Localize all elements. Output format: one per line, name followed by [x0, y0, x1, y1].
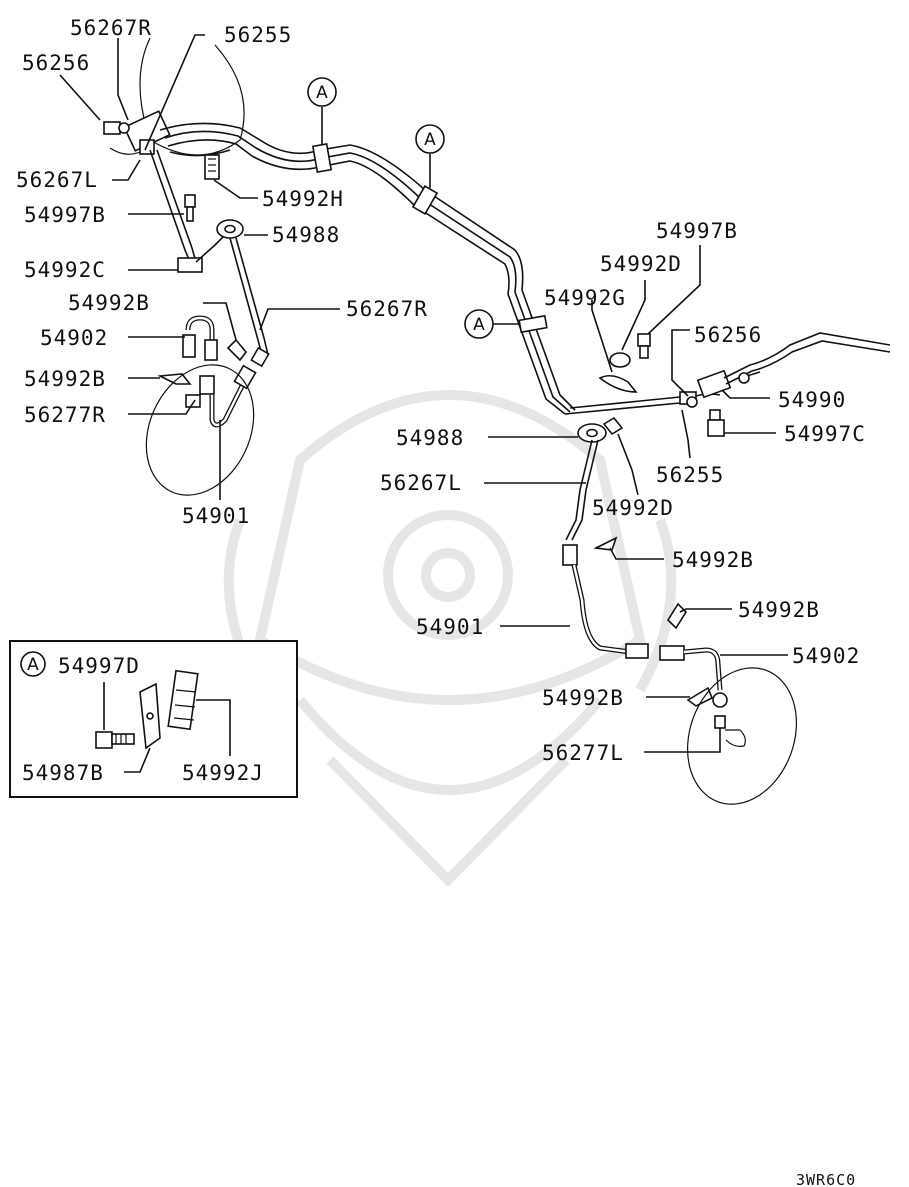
diagram-code: 3WR6C0 — [796, 1171, 856, 1187]
callout-54992G: 54992G — [544, 286, 626, 310]
callout-56255-right: 56255 — [656, 463, 724, 487]
left-junction-assembly — [103, 37, 245, 156]
grommet-54988-right — [577, 423, 607, 443]
callout-56277L: 56277L — [542, 741, 624, 765]
inset-clip-54992J — [167, 669, 231, 756]
callout-54992B-left-1: 54992B — [68, 291, 150, 315]
bolt-54997B-left — [184, 194, 196, 222]
section-marker-a1: A — [307, 77, 337, 107]
callout-56267R-mid: 56267R — [346, 297, 428, 321]
inset-detail-a: A 54997D 54987B 54992J — [9, 640, 298, 798]
callout-labels: 56267R 56255 56256 56267L 54992H 54997B … — [16, 16, 866, 765]
section-marker-a1-label: A — [316, 83, 328, 103]
clip-54992B-right-3 — [686, 686, 714, 707]
fitting-56277R — [185, 375, 215, 408]
inset-bracket-54987B — [124, 682, 161, 773]
callout-56255-top: 56255 — [224, 23, 292, 47]
clip-54992D-lower — [602, 416, 624, 436]
callout-54992B-right-2: 54992B — [738, 598, 820, 622]
callout-54992D-top: 54992D — [600, 252, 682, 276]
section-marker-a2-label: A — [424, 130, 436, 150]
callout-54992H: 54992H — [262, 187, 344, 211]
bracket-54992C — [149, 149, 229, 273]
section-marker-a2: A — [415, 124, 445, 154]
inset-bolt-54997D — [95, 682, 135, 749]
callout-56256-right: 56256 — [694, 323, 762, 347]
inset-marker-label: A — [27, 655, 39, 675]
callout-54992B-left-2: 54992B — [24, 367, 106, 391]
bolt-54997B-right — [637, 333, 651, 359]
callout-56277R: 56277R — [24, 403, 106, 427]
callout-54997C: 54997C — [784, 422, 866, 446]
clip-a-top — [311, 143, 333, 173]
leader-lines — [59, 34, 788, 753]
grommet-54988-left — [216, 219, 244, 239]
hose-54902-right — [659, 645, 723, 691]
section-marker-a3: A — [464, 309, 494, 339]
callout-54901-left: 54901 — [182, 504, 250, 528]
callout-54902-right: 54902 — [792, 644, 860, 668]
clip-54992B-left-upper — [226, 338, 248, 362]
callout-54902-left: 54902 — [40, 326, 108, 350]
callout-54992C: 54992C — [24, 258, 106, 282]
main-brake-lines — [159, 122, 691, 415]
inset-callout-54997D: 54997D — [58, 654, 140, 678]
clip-a-lower — [518, 314, 548, 334]
line-56267L — [565, 439, 599, 541]
bracket-54992G — [598, 374, 638, 393]
bolt-54997C — [707, 409, 725, 437]
callout-54988-right: 54988 — [396, 426, 464, 450]
callout-54988-left: 54988 — [272, 223, 340, 247]
clip-54992B-left-lower — [157, 373, 192, 385]
callout-54990: 54990 — [778, 388, 846, 412]
callout-54992B-right-3: 54992B — [542, 686, 624, 710]
clip-54992B-right-1 — [593, 536, 618, 551]
clip-a-middle — [411, 185, 439, 215]
callout-54901-right: 54901 — [416, 615, 484, 639]
callout-56267L-top: 56267L — [16, 168, 98, 192]
inset-callout-54987B: 54987B — [22, 761, 104, 785]
brake-caliper-outline-right — [686, 667, 798, 805]
flex-hose-54901-left — [209, 346, 270, 428]
hose-54902-left — [182, 315, 218, 361]
brake-caliper-outline-left — [145, 364, 255, 496]
callout-54992D-bottom: 54992D — [592, 496, 674, 520]
clip-54992H — [204, 154, 220, 180]
flex-hose-54901-right — [562, 544, 649, 659]
callout-54992B-right-1: 54992B — [672, 548, 754, 572]
section-marker-a3-label: A — [473, 315, 485, 335]
watermark-emblem — [223, 390, 677, 888]
inset-callout-54992J: 54992J — [182, 761, 264, 785]
clip-54992D-upper — [609, 352, 631, 368]
callout-56267R-top: 56267R — [70, 16, 152, 40]
callout-56256-top: 56256 — [22, 51, 90, 75]
callout-54997B-left: 54997B — [24, 203, 106, 227]
fitting-56277L — [712, 692, 746, 747]
callout-54997B-right: 54997B — [656, 219, 738, 243]
callout-56267L-mid: 56267L — [380, 471, 462, 495]
clip-54992B-right-2 — [666, 602, 688, 630]
